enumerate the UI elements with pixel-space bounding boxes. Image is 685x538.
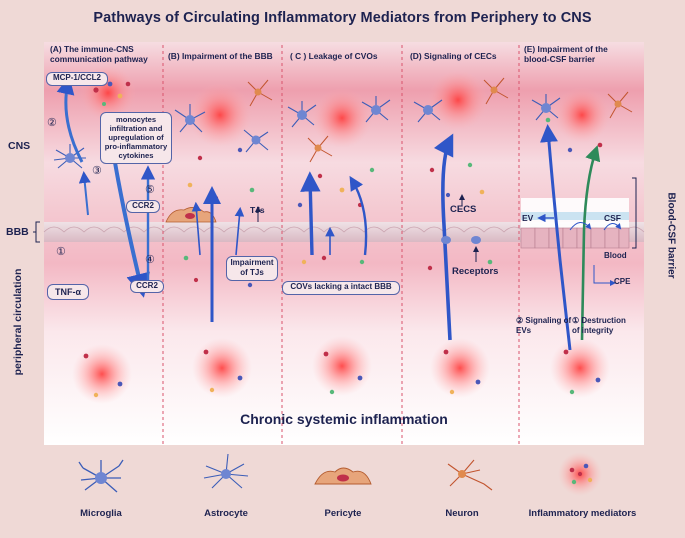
receptor-2 — [471, 236, 481, 244]
peripheral-label: peripheral circulation — [12, 268, 24, 376]
bottom-caption: Chronic systemic inflammation — [240, 411, 448, 427]
step-2-marker: ② — [47, 117, 57, 129]
figure-title: Pathways of Circulating Inflammatory Med… — [93, 10, 592, 26]
ccr2-bottom-box: CCR2 — [130, 280, 164, 293]
blood-csf-label: Blood-CSF barrier — [665, 192, 677, 279]
legend-neuron: Neuron — [445, 508, 479, 519]
ev-label: EV — [522, 213, 534, 223]
pericyte-icon — [314, 467, 372, 485]
blood-label: Blood — [604, 251, 627, 260]
panel-b-heading: (B) Impairment of the BBB — [168, 51, 273, 61]
step-1-marker: ① — [56, 246, 66, 258]
impairment-tjs-box: Impairment of TJs — [226, 256, 278, 281]
panel-dividers — [162, 45, 520, 445]
mcp1-box: MCP-1/CCL2 — [46, 72, 108, 86]
cpe-cells — [520, 227, 630, 249]
signaling-evs-label: ② Signaling of EVs — [516, 316, 572, 335]
panel-b-arrows — [191, 186, 245, 322]
step-5-marker: ⑤ — [145, 184, 155, 196]
peripheral-glows — [72, 336, 610, 404]
bbb-bracket — [33, 221, 40, 243]
step-4-marker: ④ — [145, 254, 155, 266]
destruction-label: ① Destruction of integrity — [572, 316, 626, 335]
blood-csf-bracket — [632, 177, 637, 249]
microglia-icon — [78, 459, 124, 493]
panel-e-arrows — [537, 124, 622, 351]
monocytes-box: monocytes infiltration and upregulation … — [100, 112, 172, 164]
step-3-marker: ③ — [92, 165, 102, 177]
receptors-label: Receptors — [452, 266, 499, 277]
neuron-icon — [447, 459, 493, 491]
panel-c-heading: ( C ) Leakage of CVOs — [290, 51, 378, 61]
legend-astrocyte: Astrocyte — [204, 508, 248, 519]
panel-a-heading: (A) The immune-CNS communication pathway — [50, 44, 148, 64]
receptor-1 — [441, 236, 451, 244]
inflammatory-mediators-icon — [558, 452, 602, 496]
panel-a-arrows — [56, 76, 156, 298]
tnf-box: TNF-α — [47, 284, 89, 300]
csf-label: CSF — [604, 213, 621, 223]
legend-microglia: Microglia — [80, 508, 122, 519]
cvos-box: COVs lacking a intact BBB — [282, 281, 400, 295]
panel-e-heading: (E) Impairment of the blood-CSF barrier — [524, 44, 608, 64]
bbb-label: BBB — [6, 226, 29, 238]
panel-d-arrows — [433, 133, 481, 341]
cns-cells — [53, 94, 561, 169]
tjs-label: TJs — [250, 205, 265, 215]
cns-neurons — [247, 77, 633, 163]
legend-pericyte: Pericyte — [324, 508, 362, 519]
panel-d-heading: (D) Signaling of CECs — [410, 51, 497, 61]
legend-icons — [78, 452, 602, 496]
csf-strip — [521, 212, 629, 220]
cecs-label: CECS — [450, 204, 477, 215]
legend-inflammatory-mediators: Inflammatory mediators — [528, 508, 637, 519]
cpe-label: CPE — [614, 277, 631, 286]
arrow-to-mcp1 — [56, 76, 84, 163]
cns-label: CNS — [8, 140, 31, 152]
astrocyte-icon — [203, 453, 249, 489]
ccr2-top-box: CCR2 — [126, 200, 160, 213]
panel-c-arrows — [300, 171, 368, 256]
